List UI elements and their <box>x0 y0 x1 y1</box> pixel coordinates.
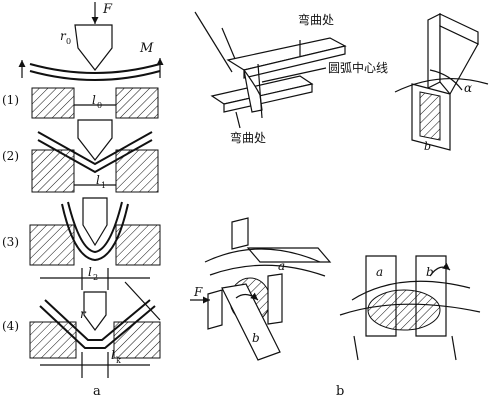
panel-b-strip <box>194 11 347 129</box>
plate-b-label-top: b <box>424 140 431 153</box>
punch-1 <box>74 24 113 71</box>
caption-a: a <box>93 384 101 399</box>
panel-a-step-3 <box>29 197 161 290</box>
sheet-2 <box>37 131 153 166</box>
svg-text:1: 1 <box>101 181 106 190</box>
plate-b-label-1: b <box>252 331 260 345</box>
alpha-label: α <box>464 81 472 95</box>
round-bar-right <box>367 289 441 331</box>
sheet-1 <box>29 63 161 74</box>
force-label-a: F <box>102 2 113 17</box>
step-label-1: (1) <box>2 93 19 107</box>
caption-b: b <box>336 384 344 399</box>
panel-b-round-bar <box>190 217 332 361</box>
radius-label-r: r <box>80 307 87 321</box>
die-right-4 <box>113 321 161 359</box>
label-bend-top: 弯曲处 <box>298 12 334 27</box>
die-left-1 <box>31 87 75 119</box>
panel-a-step-2 <box>31 119 159 193</box>
die-right-3 <box>115 224 161 266</box>
svg-text:2: 2 <box>93 273 98 282</box>
label-arc-centerline: 圆弧中心线 <box>328 60 388 75</box>
svg-text:0: 0 <box>97 101 102 110</box>
plate-a-label-2: a <box>376 265 383 279</box>
label-bend-bottom: 弯曲处 <box>230 130 266 145</box>
length-l1: l <box>96 173 100 187</box>
punch-2 <box>77 119 113 161</box>
die-right-2 <box>115 149 159 193</box>
die-left-2 <box>31 149 75 193</box>
die-left-4 <box>29 321 77 359</box>
step-label-4: (4) <box>2 319 19 333</box>
panel-a-step-4 <box>29 281 161 378</box>
plate-a-bottom <box>246 247 332 263</box>
sheet-4 <box>44 299 151 341</box>
step-label-2: (2) <box>2 149 19 163</box>
radius-label-r0-sub: 0 <box>66 37 71 46</box>
plate-b-label-2: b <box>426 265 434 279</box>
punch-3 <box>82 197 108 247</box>
svg-text:k: k <box>116 356 121 365</box>
force-label-b: F <box>193 285 203 299</box>
radius-label-r0: r <box>60 29 67 43</box>
length-l2: l <box>88 265 92 279</box>
panel-b-vise-top <box>394 13 489 151</box>
moment-label: M <box>139 41 154 56</box>
plate-a-label-1: a <box>278 259 285 273</box>
die-right-1 <box>115 87 159 119</box>
die-left-3 <box>29 224 75 266</box>
panel-b-two-plates <box>339 255 481 361</box>
length-l0: l <box>92 93 96 107</box>
sheet-3 <box>67 201 123 254</box>
panel-a-step-1 <box>18 2 164 119</box>
length-lk: l <box>111 348 115 362</box>
punch-4 <box>83 291 107 332</box>
plate-b-bottom <box>221 283 281 361</box>
step-label-3: (3) <box>2 235 19 249</box>
arc-centerline-leader <box>261 67 327 83</box>
